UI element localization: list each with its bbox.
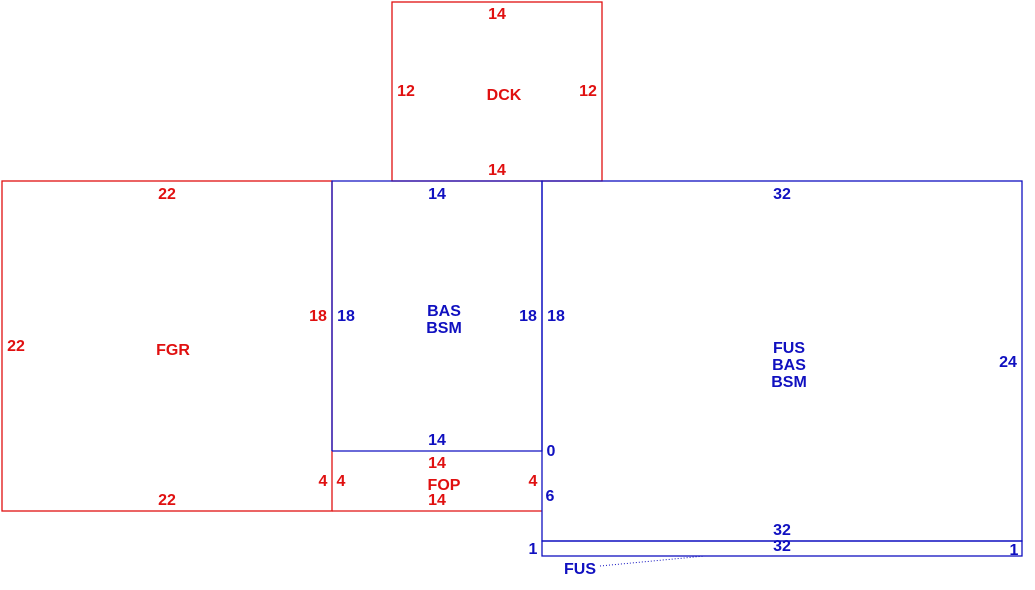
bas-bsm-label-bsm: BSM — [426, 320, 462, 337]
fus-strip-top-dim: 32 — [773, 538, 791, 555]
fus-bas-bsm-label-bsm: BSM — [771, 374, 807, 391]
fop-right-dim: 4 — [529, 473, 538, 490]
fus-strip-left-dim: 1 — [529, 541, 538, 558]
fus-strip-right-dim: 1 — [1010, 542, 1019, 559]
fop-left-dim: 4 — [337, 473, 346, 490]
fus-bas-bsm-left-mid-dim: 0 — [547, 443, 556, 460]
fgr-top-dim: 22 — [158, 186, 176, 203]
fop-label: FOP — [428, 477, 461, 494]
bas-bsm-top-dim: 14 — [428, 186, 446, 203]
fus-bas-bsm-right-dim: 24 — [999, 354, 1017, 371]
fop-bottom-dim: 14 — [428, 492, 446, 509]
fgr-right-dim: 18 — [309, 308, 327, 325]
bas-bsm-left-dim: 18 — [337, 308, 355, 325]
dck-bottom-dim: 14 — [488, 162, 506, 179]
bas-bsm-bottom-dim: 14 — [428, 432, 446, 449]
fus-bas-bsm-bottom-dim: 32 — [773, 522, 791, 539]
fus-strip-leader-line — [599, 555, 706, 567]
dck-right-dim: 12 — [579, 83, 597, 100]
fus-bas-bsm-top-dim: 32 — [773, 186, 791, 203]
fus-bas-bsm-left-lower-dim: 6 — [546, 488, 555, 505]
fus-bas-bsm-left-upper-dim: 18 — [547, 308, 565, 325]
bas-bsm-label-bas: BAS — [427, 303, 461, 320]
fop-top-dim: 14 — [428, 455, 446, 472]
bas-bsm-right-dim: 18 — [519, 308, 537, 325]
fgr-label: FGR — [156, 342, 190, 359]
fus-strip-label: FUS — [564, 561, 596, 578]
fus-bas-bsm-label-bas: BAS — [772, 357, 806, 374]
fus-bas-bsm-label-fus: FUS — [773, 340, 805, 357]
fus-strip-outline — [541, 540, 1023, 557]
fgr-bottom-dim: 22 — [158, 492, 176, 509]
dck-top-dim: 14 — [488, 6, 506, 23]
fgr-left-dim: 22 — [7, 338, 25, 355]
fgr-right-lower-dim: 4 — [319, 473, 328, 490]
dck-label: DCK — [487, 87, 522, 104]
dck-left-dim: 12 — [397, 83, 415, 100]
